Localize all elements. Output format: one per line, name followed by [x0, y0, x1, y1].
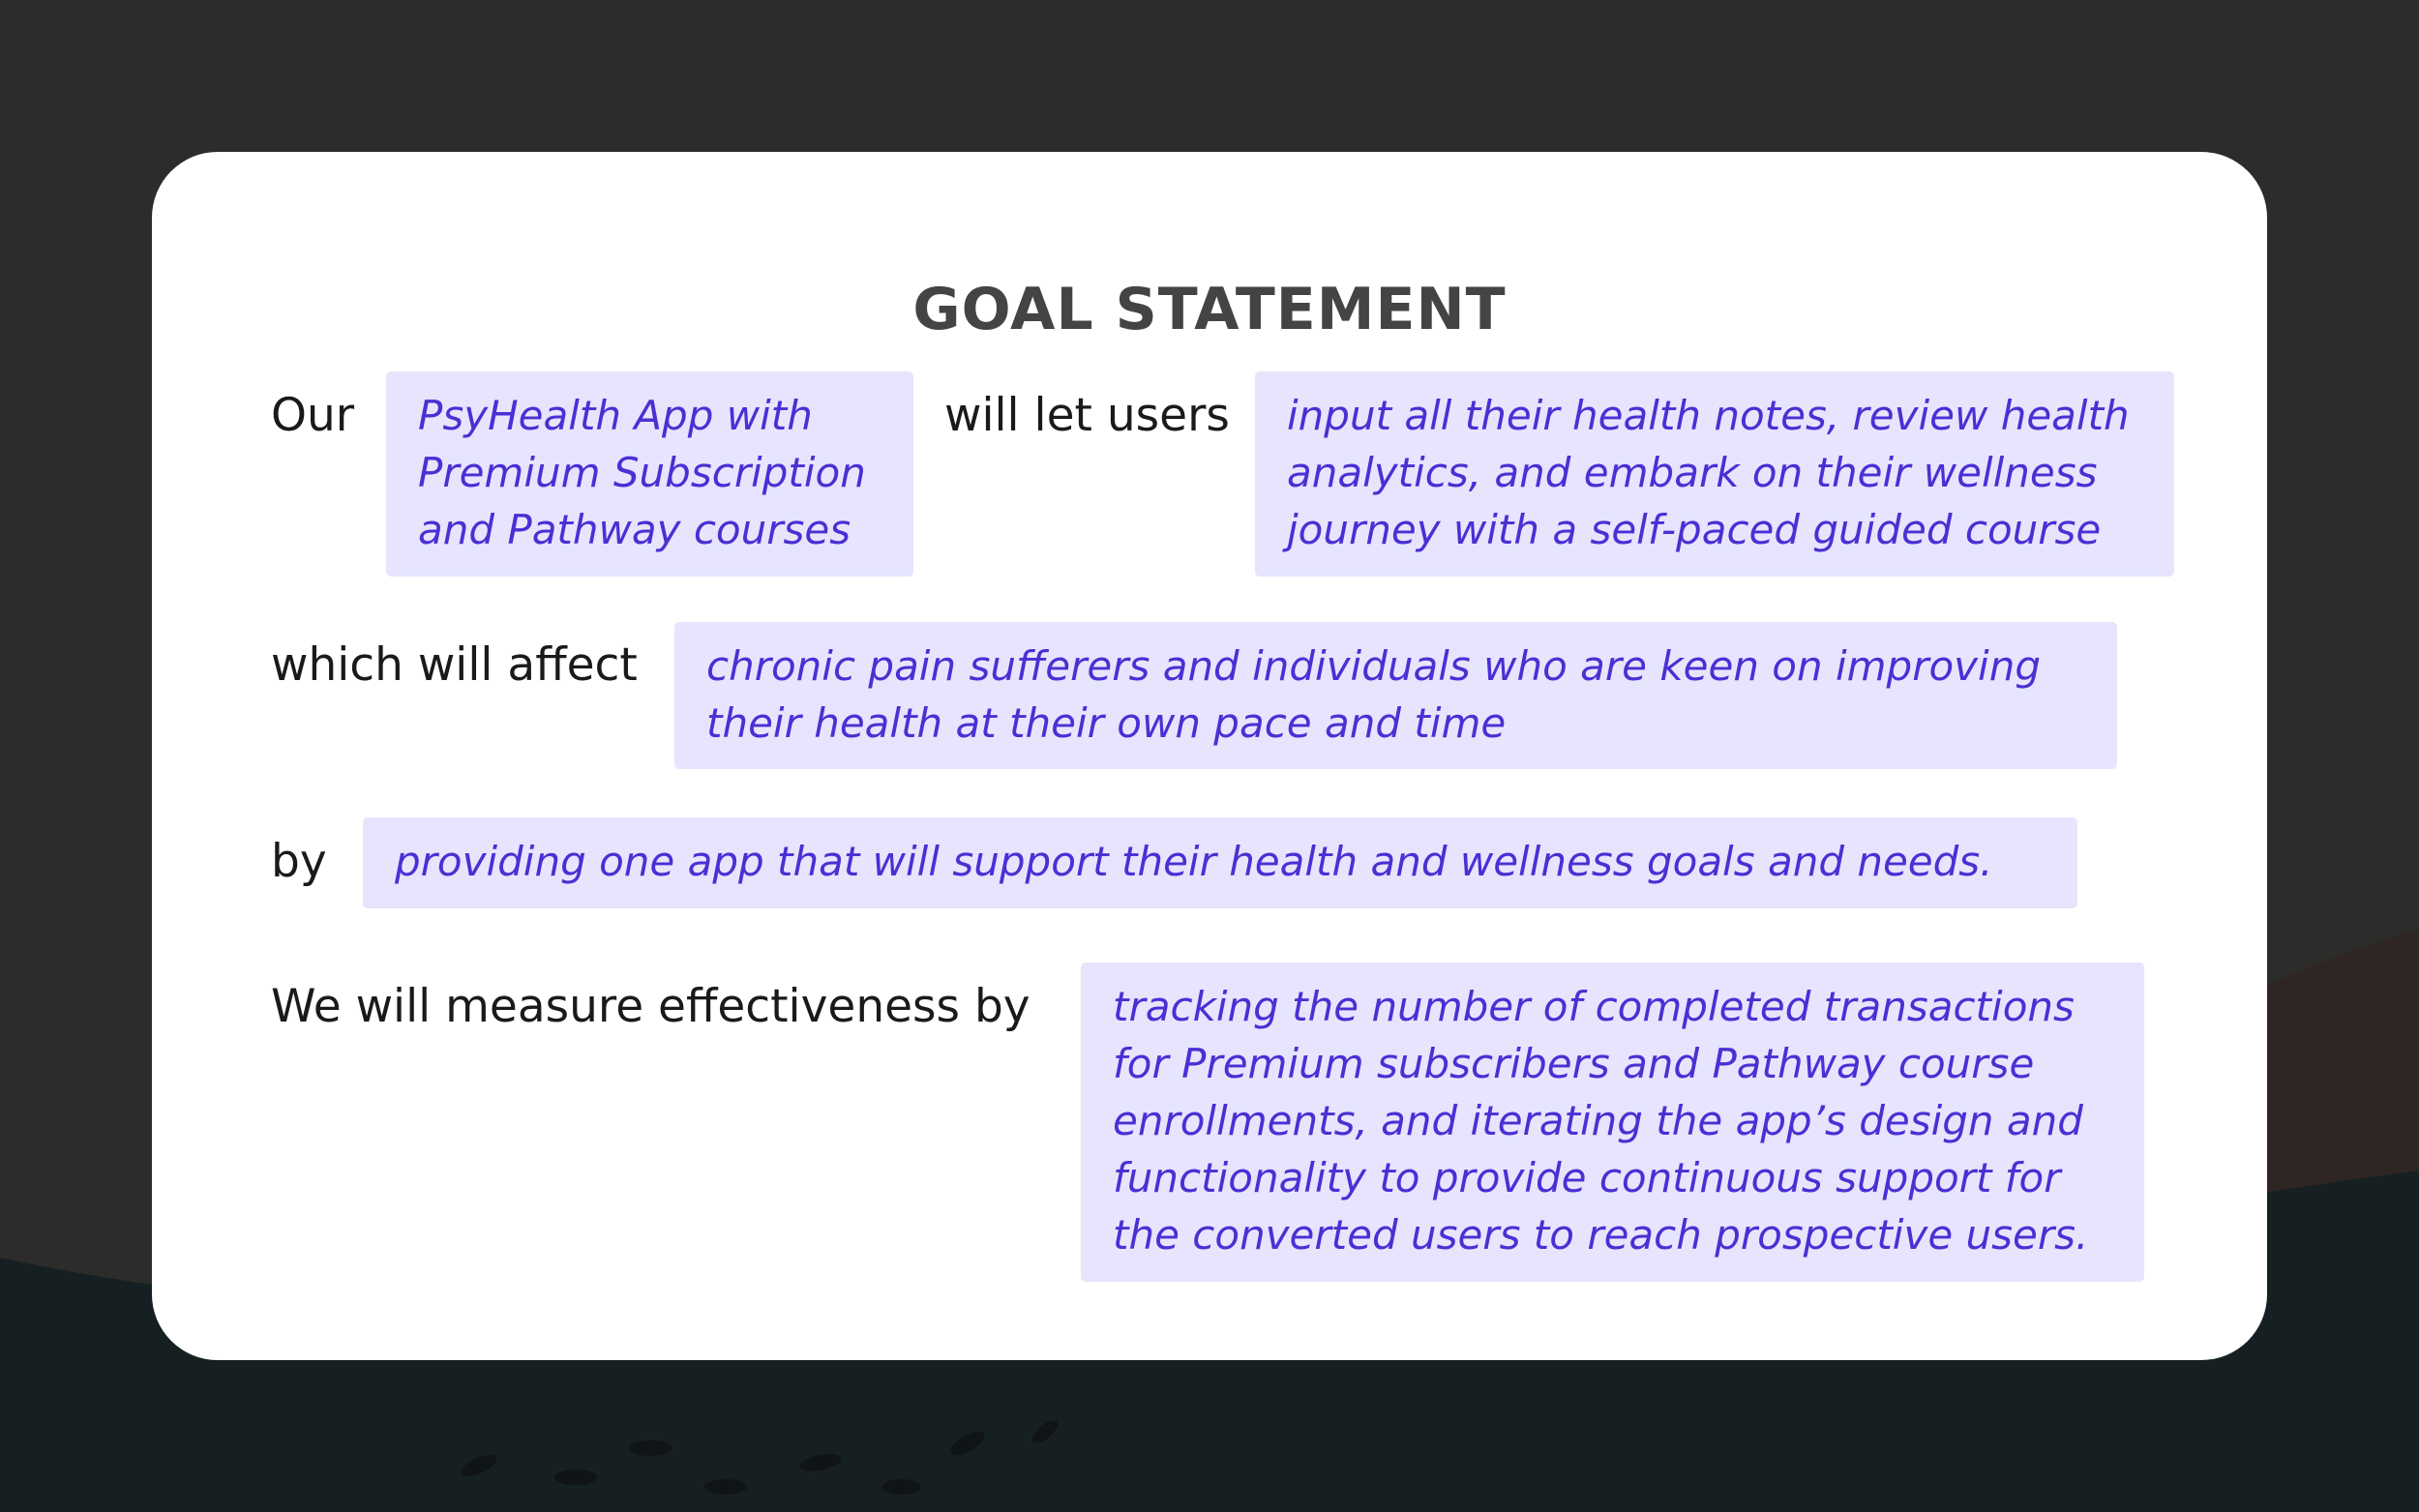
- which-will-affect-label: which will affect: [271, 638, 638, 692]
- will-let-users-label: will let users: [944, 389, 1230, 442]
- goal-statement-card: GOAL STATEMENT Our PsyHealth App with Pr…: [152, 152, 2267, 1360]
- metrics-field: tracking the number of completed transac…: [1081, 963, 2144, 1282]
- our-label: Our: [271, 389, 355, 442]
- approach-field: providing one app that will support thei…: [363, 817, 2077, 908]
- measure-effectiveness-label: We will measure effectiveness by: [271, 980, 1030, 1033]
- action-field: input all their health notes, review hea…: [1255, 371, 2174, 577]
- by-label: by: [271, 835, 327, 888]
- audience-field: chronic pain sufferers and individuals w…: [674, 622, 2117, 769]
- product-field: PsyHealth App with Premium Subscription …: [386, 371, 913, 577]
- page-title: GOAL STATEMENT: [912, 276, 1507, 343]
